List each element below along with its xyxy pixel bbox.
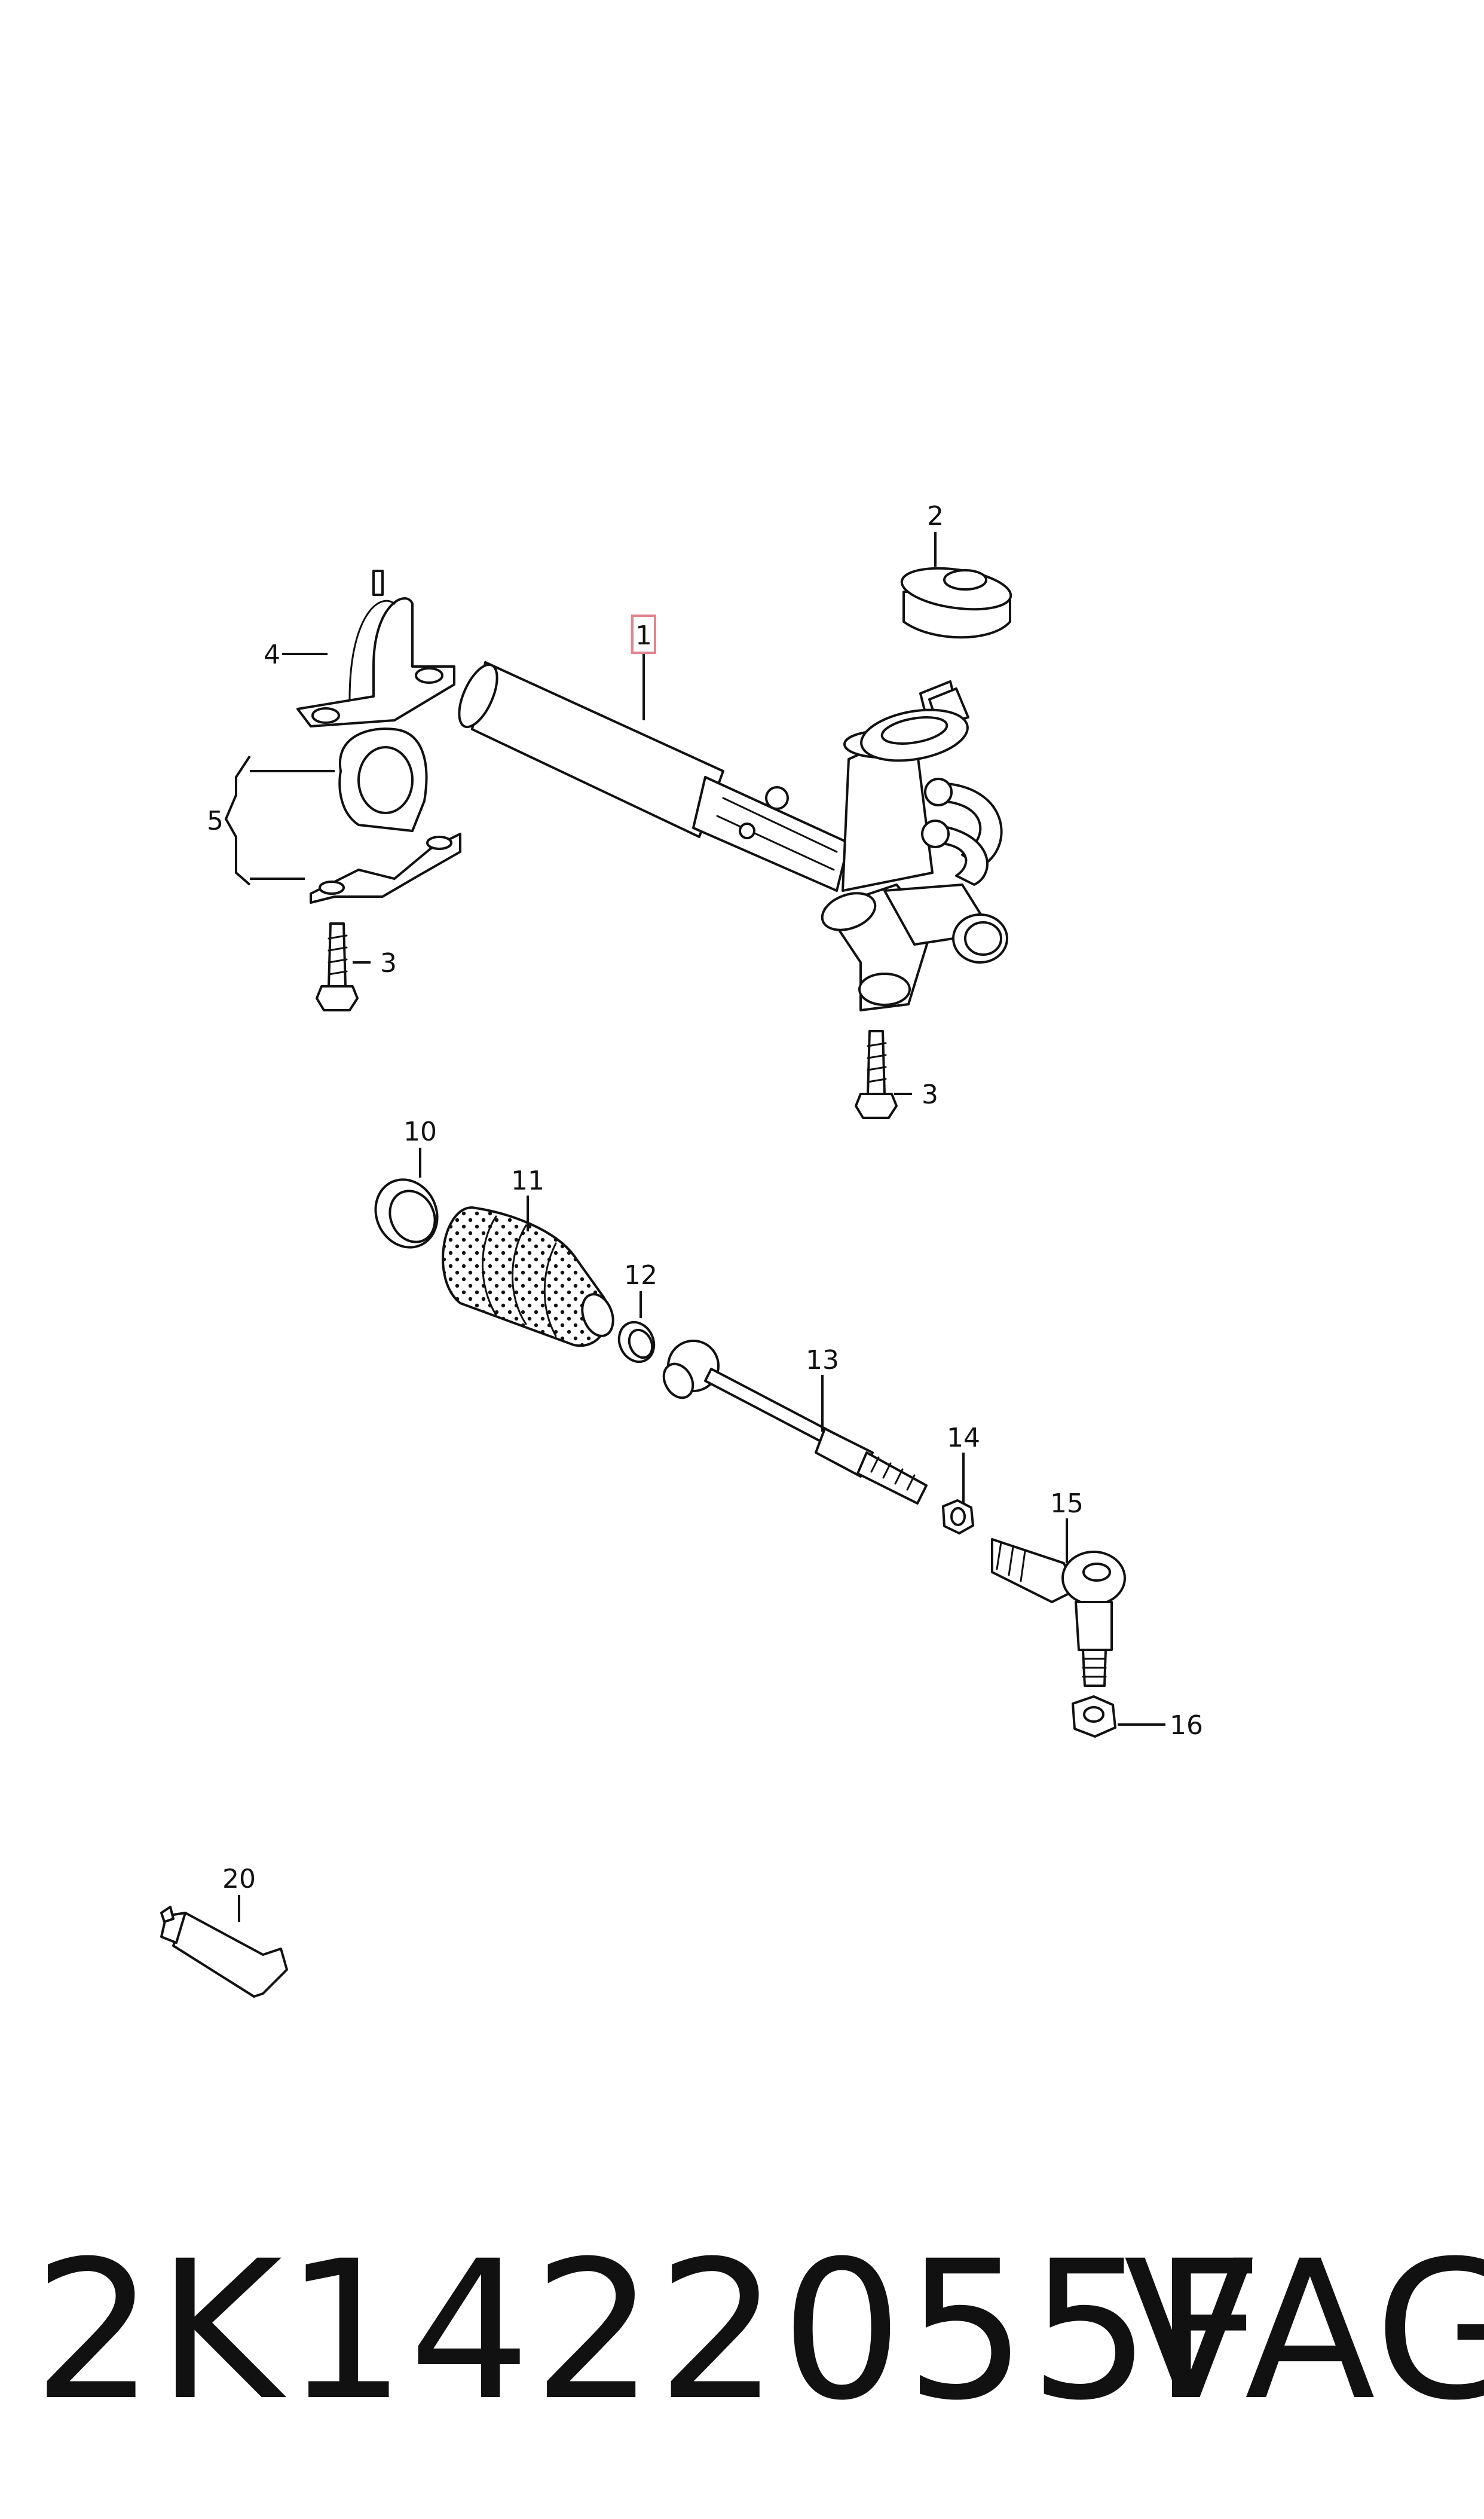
callout-14[interactable]: 14 bbox=[947, 1423, 980, 1453]
brand-label: VAG bbox=[1124, 2220, 1484, 2442]
boot-part bbox=[442, 1206, 614, 1347]
part-number-label: 2K1422055F bbox=[33, 2220, 1266, 2442]
callout-3-right[interactable]: 3 bbox=[922, 1080, 938, 1110]
small-ring-part bbox=[617, 1320, 656, 1364]
callout-16[interactable]: 16 bbox=[1170, 1710, 1203, 1741]
tie-rod-end-part bbox=[991, 1538, 1126, 1687]
bolt-part-left bbox=[316, 922, 359, 1011]
tie-rod-part bbox=[662, 1340, 928, 1505]
callout-2[interactable]: 2 bbox=[927, 501, 944, 531]
callout-4[interactable]: 4 bbox=[264, 640, 280, 670]
nut-part bbox=[942, 1499, 974, 1534]
callout-10[interactable]: 10 bbox=[403, 1117, 437, 1147]
callout-13[interactable]: 13 bbox=[806, 1345, 839, 1375]
callout-1[interactable]: 1 bbox=[635, 620, 652, 651]
callout-labels: 1 2 4 5 3 3 10 11 12 13 14 15 16 20 bbox=[207, 501, 1203, 1894]
clip-ring-part bbox=[374, 1178, 439, 1249]
callout-1-highlight-box bbox=[631, 615, 656, 654]
callout-5[interactable]: 5 bbox=[207, 806, 224, 836]
callout-11[interactable]: 11 bbox=[511, 1166, 544, 1196]
steering-rack-part bbox=[458, 661, 1008, 1011]
bush-and-bracket-part bbox=[310, 727, 461, 904]
clamp-part bbox=[296, 570, 455, 727]
callout-20[interactable]: 20 bbox=[222, 1864, 256, 1894]
mounting-bush-part bbox=[900, 567, 1012, 639]
leader-lines bbox=[224, 532, 1165, 1922]
callout-15[interactable]: 15 bbox=[1050, 1488, 1084, 1519]
callout-3-left[interactable]: 3 bbox=[380, 948, 397, 979]
grease-tube-part bbox=[160, 1906, 288, 1998]
callout-12[interactable]: 12 bbox=[624, 1260, 657, 1291]
bolt-part-right bbox=[855, 1030, 898, 1119]
lock-nut-part bbox=[1072, 1695, 1116, 1738]
